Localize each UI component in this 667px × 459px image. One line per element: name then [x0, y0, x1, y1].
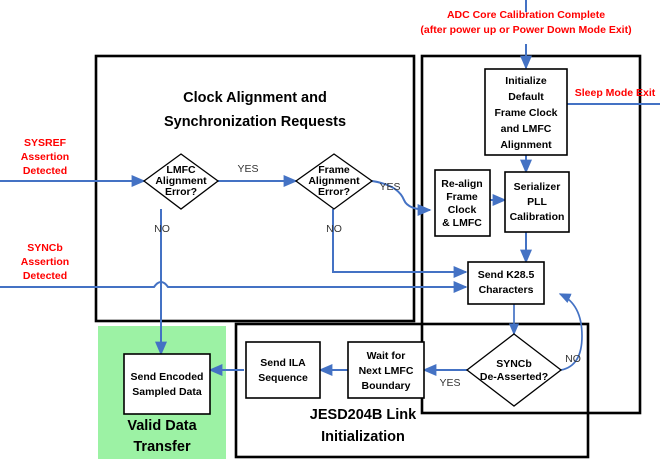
group-clock-alignment	[94, 54, 416, 323]
annotation-syncb-line1: SYNCb	[27, 242, 63, 254]
annotation-sysref-line3: Detected	[23, 165, 67, 177]
node-realign-line2: Frame	[446, 191, 478, 203]
node-send-k285-line1: Send K28.5	[478, 269, 535, 281]
node-lmfc-alignment-error-line3: Error?	[165, 186, 197, 198]
node-realign-frame-clock-lmfc[interactable]: Re-align Frame Clock & LMFC	[434, 169, 491, 237]
node-send-encoded-line1: Send Encoded	[131, 371, 204, 383]
node-initialize-default-frame-clock[interactable]: Initialize Default Frame Clock and LMFC …	[484, 68, 568, 156]
edge-label-lmfc-no: NO	[154, 223, 170, 235]
annotation-syncb-assertion-detected: SYNCb Assertion Detected	[21, 242, 69, 282]
node-send-ila-line1: Send ILA	[260, 357, 306, 369]
node-send-ila-sequence[interactable]: Send ILA Sequence	[245, 341, 321, 399]
edge-frame-yes-to-realign	[371, 180, 432, 216]
group-jesd-title-line2: Initialization	[321, 429, 405, 445]
node-frame-alignment-error-line1: Frame	[318, 164, 350, 176]
node-initialize-line1: Initialize	[505, 75, 547, 87]
node-lmfc-alignment-error[interactable]: LMFC Alignment Error?	[142, 153, 220, 210]
group-clock-alignment-title-line1: Clock Alignment and	[183, 90, 327, 106]
group-valid-data-title-line2: Transfer	[133, 439, 191, 455]
group-valid-data-title-line1: Valid Data	[127, 418, 197, 434]
edge-label-frame-yes: YES	[379, 181, 400, 193]
node-serializer-line2: PLL	[527, 196, 547, 208]
node-send-encoded-line2: Sampled Data	[132, 386, 202, 398]
node-syncb-deasserted-line1: SYNCb	[496, 358, 532, 370]
node-initialize-line4: and LMFC	[501, 123, 552, 135]
edge-label-syncb-no: NO	[565, 353, 581, 365]
node-send-k285-line2: Characters	[479, 284, 534, 296]
node-wait-next-lmfc-boundary[interactable]: Wait for Next LMFC Boundary	[347, 341, 425, 399]
group-title-valid-data-transfer: Valid Data Transfer	[127, 418, 197, 455]
node-realign-line3: Clock	[448, 204, 477, 216]
annotation-syncb-line2: Assertion	[21, 256, 69, 268]
node-frame-alignment-error-line2: Alignment	[308, 175, 360, 187]
group-title-jesd204b: JESD204B Link Initialization	[310, 407, 417, 445]
node-serializer-pll-calibration[interactable]: Serializer PLL Calibration	[504, 171, 570, 233]
annotation-adc-cal-line1: ADC Core Calibration Complete	[447, 9, 605, 21]
node-send-k285-characters[interactable]: Send K28.5 Characters	[467, 261, 545, 305]
edge-syncb-to-send-k285	[0, 281, 468, 293]
node-frame-alignment-error-line3: Error?	[318, 186, 350, 198]
node-realign-line1: Re-align	[441, 178, 482, 190]
group-jesd-title-line1: JESD204B Link	[310, 407, 417, 423]
node-send-ila-line2: Sequence	[258, 372, 308, 384]
node-lmfc-alignment-error-line1: LMFC	[166, 164, 196, 176]
node-frame-alignment-error[interactable]: Frame Alignment Error?	[294, 153, 374, 210]
node-wait-lmfc-line2: Next LMFC	[359, 365, 414, 377]
node-serializer-line1: Serializer	[514, 181, 561, 193]
edge-label-frame-no: NO	[326, 223, 342, 235]
edge-label-syncb-yes: YES	[439, 377, 460, 389]
node-initialize-line3: Frame Clock	[494, 107, 557, 119]
node-realign-line4: & LMFC	[442, 217, 482, 229]
group-jesd204b-link-init	[234, 322, 590, 459]
edge-label-lmfc-yes: YES	[237, 163, 258, 175]
annotation-syncb-line3: Detected	[23, 270, 67, 282]
annotation-adc-cal-line2: (after power up or Power Down Mode Exit)	[420, 24, 631, 36]
node-serializer-line3: Calibration	[510, 211, 565, 223]
annotation-sysref-line1: SYSREF	[24, 137, 67, 149]
node-send-encoded-sampled-data[interactable]: Send Encoded Sampled Data	[123, 353, 211, 415]
annotation-sysref-assertion-detected: SYSREF Assertion Detected	[21, 137, 69, 177]
node-syncb-deasserted-line2: De-Asserted?	[480, 371, 548, 383]
group-clock-alignment-title-line2: Synchronization Requests	[164, 114, 346, 130]
annotation-adc-core-calibration-complete: ADC Core Calibration Complete (after pow…	[420, 9, 631, 36]
node-syncb-de-asserted[interactable]: SYNCb De-Asserted?	[465, 333, 563, 407]
annotation-sleep-mode-exit: Sleep Mode Exit	[575, 87, 656, 99]
node-lmfc-alignment-error-line2: Alignment	[155, 175, 207, 187]
edge-syncb-no-loop-to-send-k285	[558, 293, 583, 371]
node-wait-lmfc-line1: Wait for	[367, 350, 406, 362]
node-initialize-line2: Default	[508, 91, 544, 103]
node-wait-lmfc-line3: Boundary	[361, 380, 410, 392]
edge-frame-no-to-send-k285	[332, 209, 468, 278]
group-title-clock-alignment: Clock Alignment and Synchronization Requ…	[164, 90, 346, 130]
annotation-sysref-line2: Assertion	[21, 151, 69, 163]
node-initialize-line5: Alignment	[500, 139, 552, 151]
